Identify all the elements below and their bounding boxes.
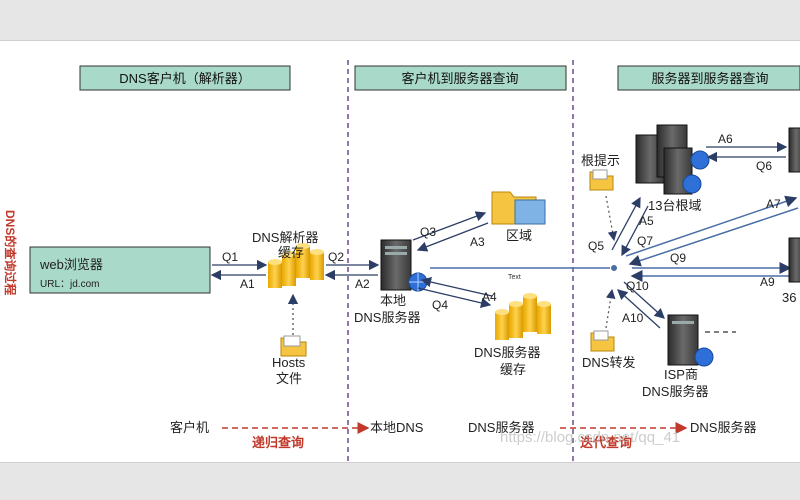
label-a4: A4 <box>482 290 497 304</box>
dns-cache-icon <box>495 293 551 340</box>
label-a1: A1 <box>240 277 255 291</box>
dns-forward-icon <box>590 330 615 352</box>
label-q2: Q2 <box>328 250 344 264</box>
root-hints-label: 根提示 <box>581 153 620 168</box>
root-servers-label: 13台根域 <box>648 198 701 213</box>
browser-url: URL：jd.com <box>40 279 99 290</box>
label-q5: Q5 <box>588 239 604 253</box>
label-q1: Q1 <box>222 250 238 264</box>
label-a10: A10 <box>622 311 644 325</box>
local-dns-label-1: 本地 <box>380 293 406 308</box>
svg-text:客户机到服务器查询: 客户机到服务器查询 <box>401 71 518 86</box>
label-q3: Q3 <box>420 225 436 239</box>
label-q6: Q6 <box>756 159 772 173</box>
resolver-cache-icon <box>268 243 324 288</box>
footer-iterative: 迭代查询 <box>580 435 632 450</box>
hosts-label-2: 文件 <box>276 371 302 386</box>
label-a6: A6 <box>718 132 733 146</box>
watermark: https://blog.csdn.net/qq_41 <box>500 429 680 446</box>
label-q9: Q9 <box>670 251 686 265</box>
zone-label: 区域 <box>506 228 532 243</box>
hosts-label-1: Hosts <box>272 355 306 370</box>
bottom-bar <box>0 462 800 500</box>
label-q10: Q10 <box>626 279 649 293</box>
label-q7: Q7 <box>637 234 653 248</box>
hub-node <box>611 265 617 271</box>
label-a9: A9 <box>760 275 775 289</box>
label-a2: A2 <box>355 277 370 291</box>
footer-local-dns: 本地DNS <box>370 420 424 435</box>
isp-dns-label-1: ISP商 <box>664 367 698 382</box>
browser-box: web浏览器 URL：jd.com <box>29 246 211 294</box>
local-dns-label-2: DNS服务器 <box>354 310 420 325</box>
footer-recursive: 递归查询 <box>252 435 304 450</box>
diagram-area: DNS的查询过程 DNS客户机（解析器） 客户机到服务器查询 服务器到服务器查询… <box>0 41 800 462</box>
zone-folder-icon <box>491 191 546 225</box>
footer-dns-server-1: DNS服务器 <box>468 420 534 435</box>
partial-server-label: 36 <box>782 290 796 305</box>
label-a7: A7 <box>766 197 781 211</box>
svg-text:服务器到服务器查询: 服务器到服务器查询 <box>651 71 768 86</box>
dns-cache-label-1: DNS服务器 <box>474 345 540 360</box>
resolver-cache-label-1: DNS解析器 <box>252 230 318 245</box>
top-bar <box>0 0 800 41</box>
root-servers-icon <box>635 124 710 195</box>
header-client: DNS客户机（解析器） <box>79 65 291 91</box>
hosts-file-icon <box>280 335 307 357</box>
label-a3: A3 <box>470 235 485 249</box>
root-hints-icon <box>589 169 614 191</box>
center-text: Text <box>508 274 521 281</box>
side-title: DNS的查询过程 <box>3 210 18 295</box>
footer-client: 客户机 <box>170 420 209 435</box>
dns-cache-label-2: 缓存 <box>500 362 526 377</box>
tld-server-icon <box>788 127 800 173</box>
local-dns-server-icon <box>380 239 428 292</box>
browser-title: web浏览器 <box>39 257 103 272</box>
isp-dns-label-2: DNS服务器 <box>642 384 708 399</box>
resolver-cache-label-2: 缓存 <box>278 245 304 260</box>
label-q4: Q4 <box>432 298 448 312</box>
isp-dns-server-icon <box>667 314 714 367</box>
svg-text:DNS客户机（解析器）: DNS客户机（解析器） <box>119 71 250 86</box>
dns-query-diagram: DNS的查询过程 DNS客户机（解析器） 客户机到服务器查询 服务器到服务器查询… <box>3 60 800 462</box>
header-client-to-server: 客户机到服务器查询 <box>354 65 567 91</box>
footer-dns-server-2: DNS服务器 <box>690 420 756 435</box>
label-a5: A5 <box>639 214 654 228</box>
authoritative-server-icon <box>788 237 800 283</box>
dns-forward-label: DNS转发 <box>582 355 635 370</box>
header-server-to-server: 服务器到服务器查询 <box>617 65 800 91</box>
